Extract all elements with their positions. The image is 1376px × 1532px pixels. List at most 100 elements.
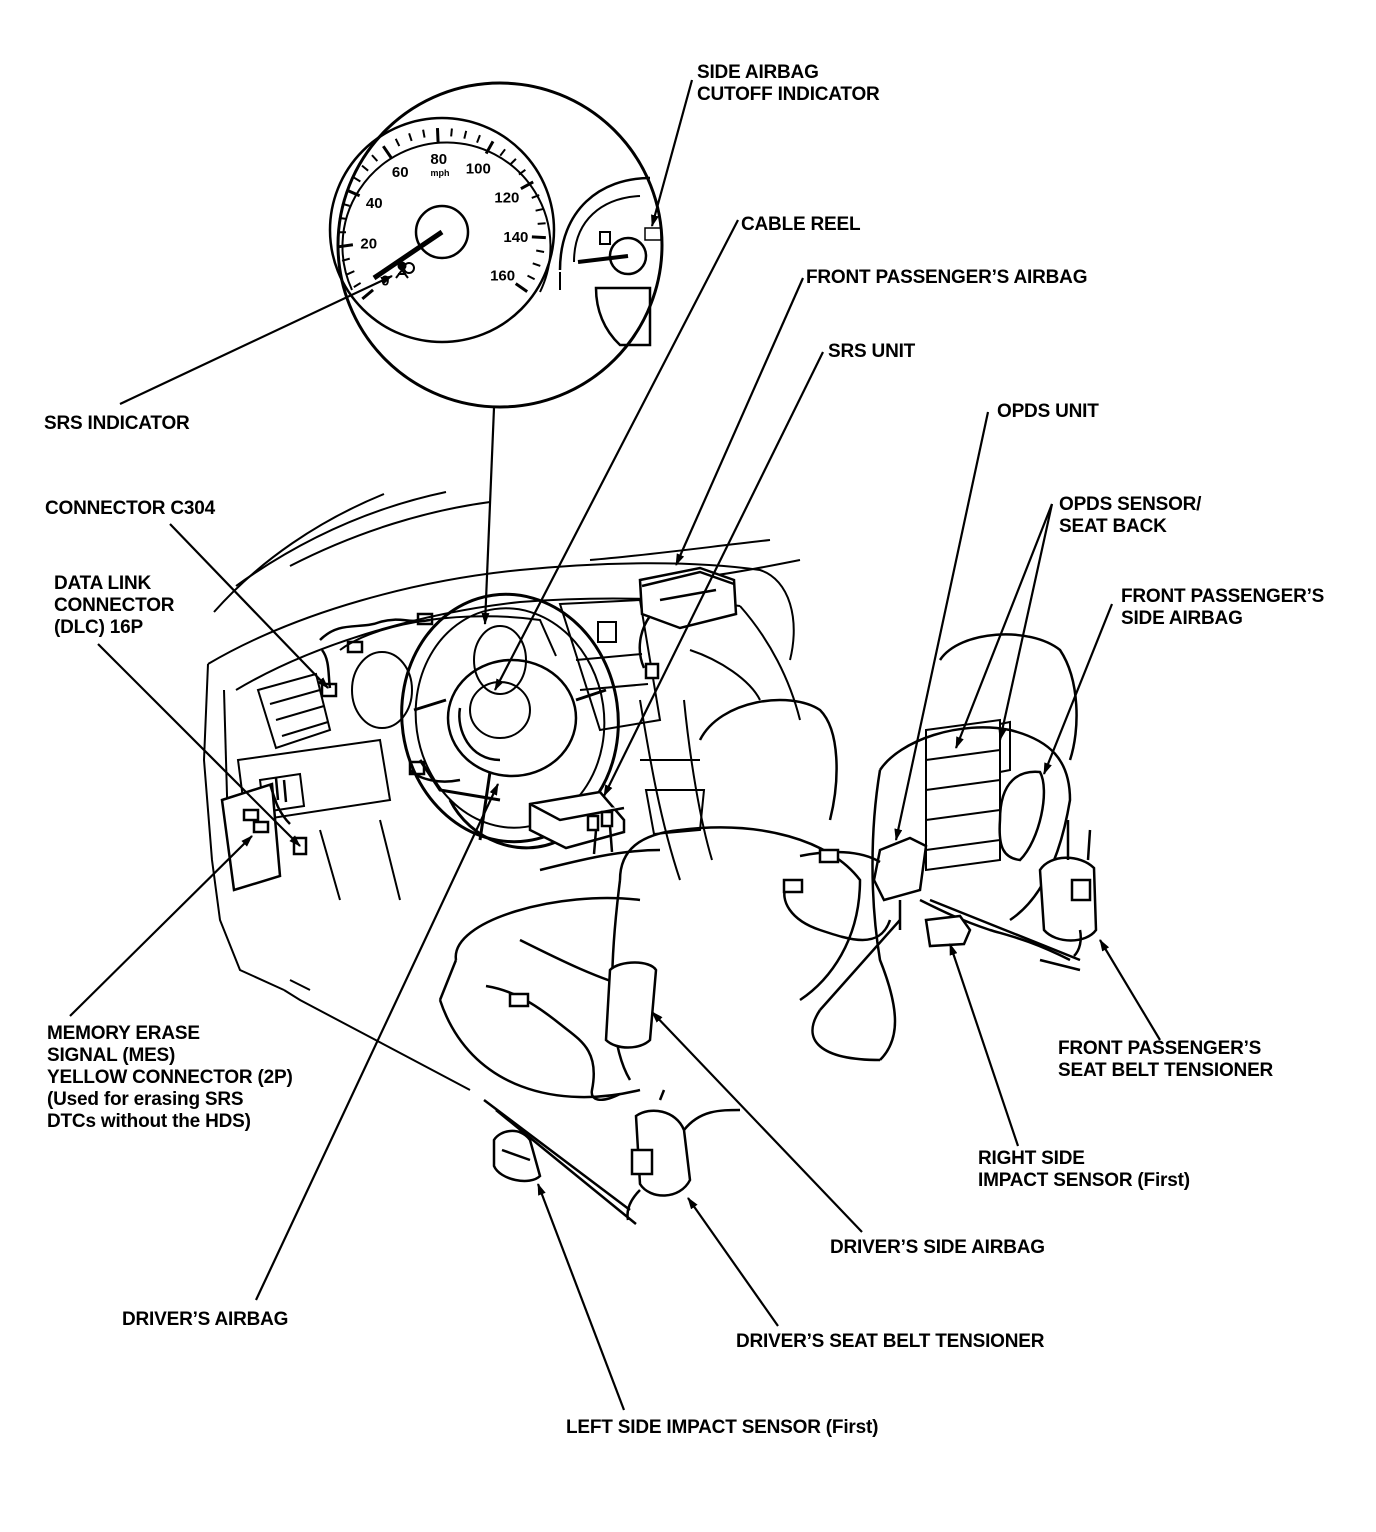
speedometer-tick [346,270,355,276]
label-line: FRONT PASSENGER’S [1058,1038,1262,1059]
speedometer-tick-label: 60 [392,164,409,181]
label-line: SIDE AIRBAG [697,62,819,83]
speedometer-dial [328,116,556,344]
passenger-belt-tensioner [1038,820,1098,957]
speedometer-tick [353,282,362,289]
leader-drivers-side-airbag [651,1011,863,1233]
leader-srs-unit [603,351,824,797]
srs-unit-box [528,790,626,855]
speedometer-tick [518,169,526,176]
leader-drivers-airbag [255,783,499,1301]
label-line: FRONT PASSENGER’S AIRBAG [806,267,1088,288]
right-impact-sensor-box [924,914,972,948]
speedometer-tick [532,262,541,267]
label-line: (DLC) 16P [54,617,143,638]
speedometer-tick [435,128,440,143]
speedometer-tick [361,288,375,300]
label-drivers-side-airbag: DRIVER’S SIDE AIRBAG [830,1237,1045,1259]
steering-wheel [400,592,620,850]
label-line: SRS INDICATOR [44,413,190,434]
label-srs-indicator: SRS INDICATOR [44,413,190,435]
speedometer-tick [531,194,540,199]
label-line: DRIVER’S SIDE AIRBAG [830,1237,1045,1258]
dashboard [202,491,801,1091]
left-sill-impact-sensor [483,1099,637,1225]
label-line: DRIVER’S AIRBAG [122,1309,289,1330]
drivers-belt-tensioner [626,1089,741,1221]
label-line: DTCs without the HDS) [47,1111,251,1132]
srs-indicator-symbol [395,261,415,279]
leader-opds-sensor-1 [954,503,1054,749]
driver-airbag-hub [446,658,578,778]
leader-connector-c304 [169,523,329,689]
leader-passenger-belt-tensioner [1099,939,1161,1041]
speedometer-tick [338,216,348,220]
label-line: SEAT BELT TENSIONER [1058,1060,1274,1081]
leader-right-impact-sensor [948,943,1020,1147]
speedometer-tick-label: 160 [490,267,515,284]
leader-opds-unit [894,411,990,841]
side-airbag-off-indicator-lamp [644,227,662,241]
speedometer-tick-marks [337,128,546,300]
label-line: SIDE AIRBAG [1121,608,1243,629]
label-drivers-airbag: DRIVER’S AIRBAG [122,1309,288,1331]
label-line: CABLE REEL [741,214,861,235]
label-connector-c304: CONNECTOR C304 [45,498,215,520]
label-line: SRS UNIT [828,341,916,362]
label-line: CONNECTOR C304 [45,498,215,519]
fuel-pump-icon [599,231,611,245]
leader-left-impact-sensor [536,1183,626,1411]
speedometer-tick [394,138,401,147]
speedometer-tick [382,145,393,159]
leader-lines [69,79,1161,1411]
passenger-side-airbag-pod [998,770,1046,862]
speedometer-tick [527,274,536,281]
speedometer-tick [422,129,426,138]
speedometer-tick-label: 0 [381,273,389,290]
opds-sensor-mat [925,718,1011,872]
label-line: DATA LINK [54,573,152,594]
label-line: RIGHT SIDE [978,1148,1085,1169]
label-line: DRIVER’S SEAT BELT TENSIONER [736,1331,1045,1352]
gauge-cluster-closeup [328,81,664,409]
speedometer-tick [338,243,354,249]
speedometer-tick-label: 80 [430,151,447,168]
label-line: CUTOFF INDICATOR [697,84,880,105]
label-line: CONNECTOR [54,595,175,616]
leader-mes [69,835,253,1017]
speedometer-tick [476,134,481,143]
speedometer-unit: mph [431,168,450,178]
fuel-gauge-outline [558,176,651,271]
speedometer-tick-label: 20 [360,235,377,252]
leader-gauge-to-wheel [481,407,496,625]
label-line: LEFT SIDE IMPACT SENSOR (First) [566,1417,879,1438]
speedometer-tick [341,202,350,207]
speedometer-tick [484,140,495,155]
label-front-passengers-airbag: FRONT PASSENGER’S AIRBAG [806,267,1087,289]
leader-drivers-belt-tensioner [687,1197,779,1327]
speedometer-tick [531,235,546,240]
speedometer-tick [537,222,546,225]
speedometer-tick-label: 40 [366,195,383,212]
leader-srs-indicator [119,275,393,405]
fuel-gauge-hub [608,236,648,276]
dash-wiring-harness [319,612,501,783]
speedometer-hub [414,204,470,260]
label-line: SEAT BACK [1059,516,1167,537]
label-line: MEMORY ERASE [47,1023,200,1044]
speedometer-tick-label: 140 [503,229,528,246]
speedometer-tick [361,164,369,172]
speedometer-needle [372,229,444,281]
passenger-seat [782,633,1081,1062]
label-line: FRONT PASSENGER’S [1121,586,1325,607]
label-line: SIGNAL (MES) [47,1045,176,1066]
leader-dlc [97,643,301,847]
speedometer-tick [520,180,534,191]
leader-cable-reel [494,219,739,691]
